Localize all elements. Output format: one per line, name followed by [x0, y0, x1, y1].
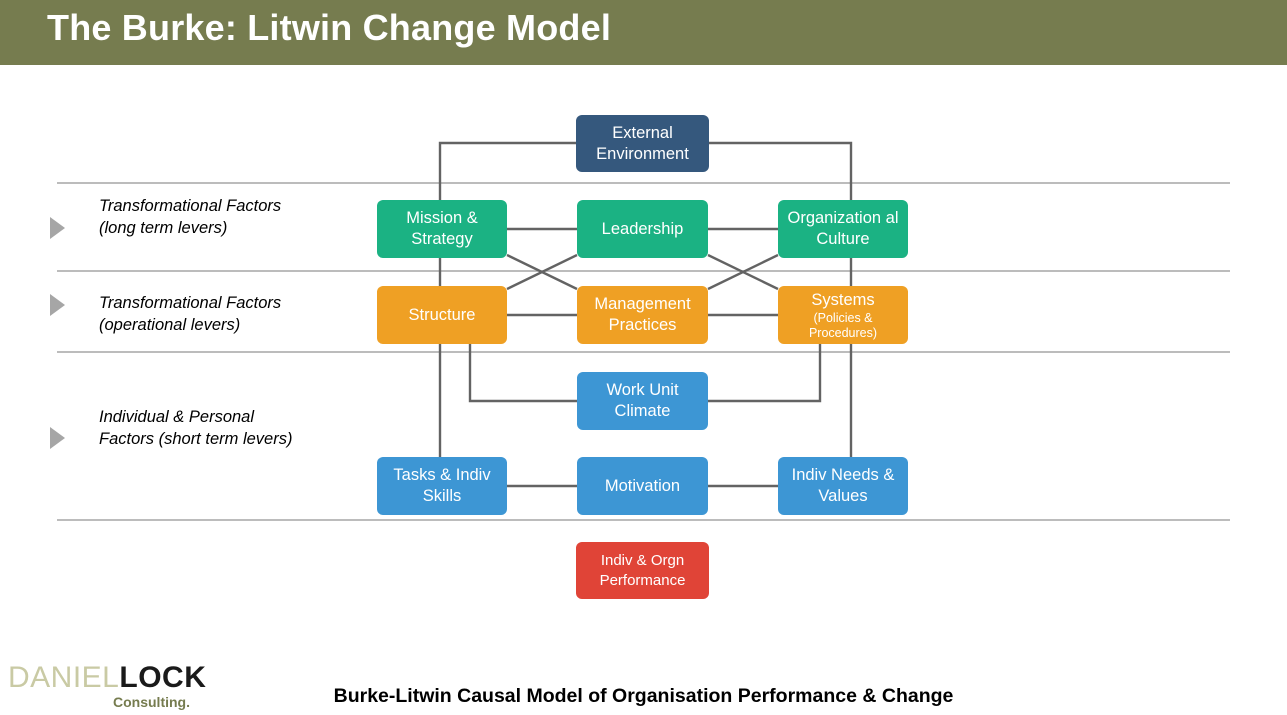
- box-label: Indiv Needs & Values: [791, 466, 895, 505]
- box-leadership[interactable]: Leadership: [577, 200, 708, 258]
- box-label: Indiv & Orgn Performance: [599, 551, 686, 589]
- band-bullet-1-icon: [50, 217, 65, 239]
- diagram-caption: Burke-Litwin Causal Model of Organisatio…: [333, 685, 954, 707]
- box-label: Work Unit Climate: [606, 381, 679, 420]
- connector-lines: [57, 141, 1230, 521]
- logo: DANIELLOCK Consulting.: [8, 662, 206, 711]
- slide-header: The Burke: Litwin Change Model: [0, 0, 1287, 65]
- band-bullet-2-icon: [50, 294, 65, 316]
- box-work-unit-climate[interactable]: Work Unit Climate: [577, 372, 708, 430]
- logo-wordmark: DANIELLOCK: [8, 662, 206, 694]
- box-organisational-culture[interactable]: Organization al Culture: [778, 200, 908, 258]
- box-external-environment[interactable]: External Environment: [576, 115, 709, 172]
- box-label: Management Practices: [594, 295, 691, 334]
- box-label: Structure: [408, 305, 476, 324]
- logo-daniel-text: DANIEL: [8, 661, 120, 694]
- logo-tagline: Consulting.: [113, 694, 190, 710]
- box-label: Mission & Strategy: [406, 209, 478, 248]
- box-management-practices[interactable]: Management Practices: [577, 286, 708, 344]
- box-label: Organization al Culture: [787, 209, 899, 248]
- box-systems[interactable]: Systems (Policies & Procedures): [778, 286, 908, 344]
- box-structure[interactable]: Structure: [377, 286, 507, 344]
- box-label: Tasks & Indiv Skills: [393, 466, 491, 505]
- box-label: Leadership: [601, 219, 684, 238]
- box-label: Motivation: [604, 476, 681, 495]
- box-mission-strategy[interactable]: Mission & Strategy: [377, 200, 507, 258]
- box-label: Systems: [811, 290, 875, 309]
- box-indiv-orgn-performance[interactable]: Indiv & Orgn Performance: [576, 542, 709, 599]
- band-label-individual-personal: Individual & Personal Factors (short ter…: [99, 408, 293, 448]
- band-bullet-3-icon: [50, 427, 65, 449]
- box-indiv-needs-values[interactable]: Indiv Needs & Values: [778, 457, 908, 515]
- page-title: The Burke: Litwin Change Model: [47, 7, 612, 48]
- logo-lock-text: LOCK: [119, 661, 207, 694]
- band-label-transformational-long-term: Transformational Factors (long term leve…: [99, 197, 282, 237]
- box-label: External Environment: [596, 123, 689, 163]
- band-label-transformational-operational: Transformational Factors (operational le…: [99, 294, 282, 334]
- box-motivation[interactable]: Motivation: [577, 457, 708, 515]
- diagram-canvas: Transformational Factors (long term leve…: [0, 65, 1287, 715]
- box-tasks-indiv-skills[interactable]: Tasks & Indiv Skills: [377, 457, 507, 515]
- box-sublabel: (Policies & Procedures): [808, 310, 878, 340]
